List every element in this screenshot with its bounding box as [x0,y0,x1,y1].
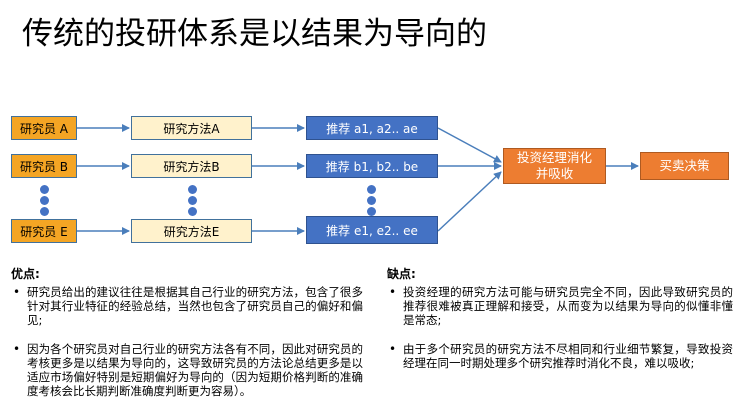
ellipsis-dot [367,207,376,216]
recommend-b-box: 推荐 b1, b2.. be [306,154,438,178]
cons-section: 缺点: 投资经理的研究方法可能与研究员完全不同，因此导致研究员的推荐很难被真正理… [387,265,733,384]
ellipsis-dot [40,207,49,216]
recommend-a-box: 推荐 a1, a2.. ae [306,116,438,140]
pros-heading: 优点: [11,267,40,281]
cons-item: 投资经理的研究方法可能与研究员完全不同，因此导致研究员的推荐很难被真正理解和接受… [389,285,733,328]
method-a-box: 研究方法A [131,116,252,140]
recommend-e-box: 推荐 e1, e2.. ee [306,216,438,244]
ellipsis-dot [367,196,376,205]
cons-list: 投资经理的研究方法可能与研究员完全不同，因此导致研究员的推荐很难被真正理解和接受… [387,285,733,370]
ellipsis-dot [367,185,376,194]
pros-section: 优点: 研究员给出的建议往往是根据其自己行业的研究方法，包含了很多针对其行业特征… [11,265,363,412]
ellipsis-dot [40,196,49,205]
ellipsis-dot [188,207,197,216]
cons-heading: 缺点: [387,267,416,281]
ellipsis-dot [40,185,49,194]
method-e-box: 研究方法E [131,219,252,243]
pros-list: 研究员给出的建议往往是根据其自己行业的研究方法，包含了很多针对其行业特征的经验总… [11,285,363,398]
analyst-e-box: 研究员 E [11,219,77,243]
cons-item: 由于多个研究员的研究方法不尽相同和行业细节繁复，导致投资经理在同一时期处理多个研… [389,342,733,370]
pm-digest-line2: 并吸收 [535,166,574,181]
page-title: 传统的投研体系是以结果为导向的 [22,16,487,52]
pros-item: 研究员给出的建议往往是根据其自己行业的研究方法，包含了很多针对其行业特征的经验总… [13,285,363,328]
method-b-box: 研究方法B [131,154,252,178]
pm-digest-box: 投资经理消化 并吸收 [503,148,606,184]
arrow-a-digest [437,127,502,163]
pros-item: 因为各个研究员对自己行业的研究方法各有不同，因此对研究员的考核更多是以结果为导向… [13,342,363,399]
pm-digest-line1: 投资经理消化 [516,150,592,165]
ellipsis-dot [188,185,197,194]
ellipsis-dot [188,196,197,205]
trade-decision-box: 买卖决策 [640,152,729,180]
analyst-b-box: 研究员 B [11,154,77,178]
analyst-a-box: 研究员 A [11,116,77,140]
arrow-e-digest [437,171,502,232]
